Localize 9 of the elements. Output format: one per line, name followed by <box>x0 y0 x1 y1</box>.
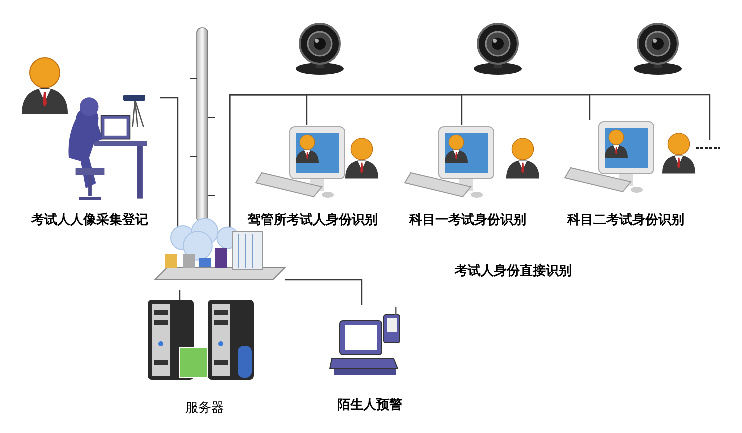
node-label: 服务器 <box>184 400 226 418</box>
section-label: 考试人身份直接识别 <box>455 262 572 280</box>
connector-line <box>285 279 363 305</box>
node-label: 陌生人预警 <box>336 397 404 415</box>
connector-line <box>179 290 181 300</box>
node-label: 驾管所考试人身份识别 <box>247 212 379 230</box>
node-label: 科目一考试身份识别 <box>408 212 528 230</box>
node-label: 科目二考试身份识别 <box>566 212 686 230</box>
node-label: 考试人人像采集登记 <box>30 212 150 230</box>
